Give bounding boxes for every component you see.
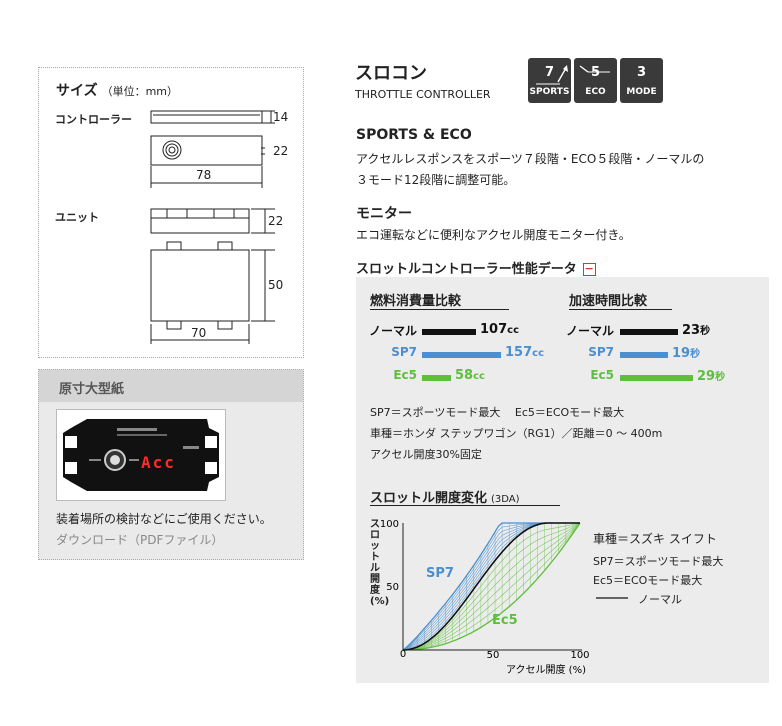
- paper-template-image[interactable]: Acc: [56, 409, 226, 501]
- controller-display-text: Acc: [141, 453, 176, 472]
- controller-thickness: 14: [273, 110, 289, 124]
- fuel-bar-normal: [422, 329, 476, 335]
- legend-vehicle: 車種＝スズキ スイフト: [593, 532, 717, 546]
- throttle-x-axis-label: アクセル開度 (%): [506, 663, 586, 676]
- down-arrow-icon: [579, 65, 610, 73]
- mode-count: 3: [636, 65, 647, 80]
- accel-bar-ec5: [620, 375, 693, 381]
- unit-top-drawing: [150, 241, 275, 344]
- perf-note-1: SP7＝スポーツモード最大 Ec5＝ECOモード最大: [370, 406, 625, 419]
- sp7-hatch-line: [402, 522, 580, 651]
- paper-description: 装着場所の検討などにご使用ください。: [56, 512, 272, 526]
- controller-side-drawing: [150, 110, 275, 124]
- accel-label-normal: ノーマル: [565, 324, 614, 338]
- ec5-curve-label: Ec5: [492, 613, 518, 628]
- sports-eco-line-1: アクセルレスポンスをスポーツ７段階・ECO５段階・ノーマルの: [356, 152, 705, 166]
- perf-heading: スロットルコントローラー性能データ−: [356, 258, 596, 277]
- mode-caption: MODE: [626, 87, 657, 97]
- controller-photo: [63, 419, 219, 491]
- unit-label: ユニット: [55, 211, 99, 224]
- paper-template-panel: 原寸大型紙 Acc 装着場所の検討などにご使用ください。 ダウンロード（PDFフ…: [38, 369, 304, 560]
- accel-value-ec5: 29秒: [697, 369, 726, 384]
- size-unit: （単位：mm）: [101, 85, 179, 98]
- size-panel: サイズ（単位：mm） コントローラー ユニット: [38, 67, 304, 358]
- fuel-bar-sp7: [422, 352, 501, 358]
- mode-badge-sports: 7 SPORTS: [528, 58, 571, 103]
- accel-label-sp7: SP7: [588, 345, 614, 359]
- unit-height: 22: [268, 214, 284, 228]
- throttle-chart-panel: スロットル開度変化(3DA) スロットル開度(%) 100 50 0 50 10…: [356, 483, 769, 683]
- x-tick-50: 50: [487, 650, 500, 661]
- sports-eco-heading: SPORTS & ECO: [356, 127, 472, 143]
- legend-sp7: SP7＝スポーツモード最大: [593, 555, 724, 568]
- normal-curve: [402, 522, 580, 651]
- controller-label: コントローラー: [55, 113, 132, 126]
- perf-note-2: 車種＝ホンダ ステップワゴン（RG1）／距離＝0 ～ 400m: [370, 427, 663, 440]
- y-tick-100: 100: [380, 519, 399, 530]
- throttle-heading: スロットル開度変化(3DA): [370, 487, 520, 506]
- sp7-hatch-area: [402, 522, 580, 651]
- sports-eco-text: アクセルレスポンスをスポーツ７段階・ECO５段階・ノーマルの ３モード12段階に…: [356, 149, 704, 191]
- product-title: スロコン: [355, 63, 427, 84]
- eco-mode-caption: ECO: [585, 87, 606, 97]
- fuel-label-normal: ノーマル: [368, 324, 417, 338]
- sports-eco-line-2: ３モード12段階に調整可能。: [356, 173, 516, 187]
- ec5-hatch-line: [402, 522, 581, 651]
- size-title: サイズ（単位：mm）: [56, 83, 179, 99]
- fuel-bar-ec5: [422, 375, 451, 381]
- controller-front-drawing: [150, 135, 265, 188]
- fuel-label-ec5: Ec5: [393, 368, 417, 382]
- throttle-heading-text: スロットル開度変化: [370, 491, 488, 506]
- controller-width: 78: [196, 168, 212, 182]
- pdf-download-link[interactable]: ダウンロード（PDFファイル）: [56, 533, 224, 547]
- perf-data-panel: 燃料消費量比較 加速時間比較 ノーマル SP7 Ec5 107cc 157cc …: [356, 277, 769, 483]
- ec5-hatch-line: [402, 522, 581, 651]
- sports-mode-count: 7: [544, 65, 555, 80]
- collapse-toggle-button[interactable]: −: [582, 262, 596, 276]
- perf-note-3: アクセル開度30%固定: [370, 448, 482, 461]
- sports-mode-caption: SPORTS: [529, 87, 570, 97]
- unit-width: 70: [191, 326, 207, 340]
- ec5-hatch-line: [402, 522, 581, 651]
- ec5-hatch-line: [402, 522, 581, 651]
- up-arrow-icon: [536, 65, 568, 85]
- monitor-text: エコ運転などに便利なアクセル開度モニター付き。: [356, 228, 631, 242]
- accel-bar-sp7: [620, 352, 668, 358]
- unit-depth: 50: [268, 278, 284, 292]
- monitor-heading: モニター: [356, 206, 412, 222]
- throttle-heading-note: (3DA): [491, 494, 520, 505]
- accel-heading: 加速時間比較: [569, 290, 672, 310]
- controller-height: 22: [273, 144, 289, 158]
- sp7-curve-label: SP7: [426, 566, 454, 581]
- legend-normal: ノーマル: [638, 593, 682, 606]
- paper-header: 原寸大型紙: [39, 370, 303, 402]
- product-subtitle: THROTTLE CONTROLLER: [355, 88, 491, 101]
- unit-side-drawing: [150, 208, 275, 234]
- ec5-curve: [403, 522, 581, 651]
- mode-badge-normal: 3 MODE: [620, 58, 663, 103]
- ec5-hatch-line: [402, 522, 581, 651]
- size-drawings: [150, 110, 275, 344]
- throttle-y-axis-label: スロットル開度(%): [370, 519, 390, 607]
- fuel-heading: 燃料消費量比較: [370, 290, 509, 310]
- fuel-value-sp7: 157cc: [505, 345, 544, 360]
- paper-title: 原寸大型紙: [59, 382, 125, 397]
- perf-heading-text: スロットルコントローラー性能データ: [356, 262, 577, 277]
- fuel-label-sp7: SP7: [391, 345, 417, 359]
- mode-badge-eco: 5 ECO: [574, 58, 617, 103]
- throttle-heading-rule: [370, 505, 560, 506]
- legend-ec5: Ec5＝ECOモード最大: [593, 574, 703, 587]
- fuel-value-normal: 107cc: [480, 322, 519, 337]
- accel-value-sp7: 19秒: [672, 346, 701, 361]
- accel-bar-normal: [620, 329, 678, 335]
- ec5-hatch-line: [402, 522, 581, 651]
- y-tick-50: 50: [386, 582, 399, 593]
- x-tick-100: 100: [570, 650, 589, 661]
- ec5-hatch-area: [402, 522, 581, 651]
- accel-value-normal: 23秒: [682, 323, 711, 338]
- fuel-value-ec5: 58cc: [455, 368, 485, 383]
- throttle-chart: 100 50 0 50 100 アクセル開度 (%) SP7 Ec5: [380, 519, 628, 676]
- accel-label-ec5: Ec5: [590, 368, 614, 382]
- origin-tick: 0: [400, 649, 406, 660]
